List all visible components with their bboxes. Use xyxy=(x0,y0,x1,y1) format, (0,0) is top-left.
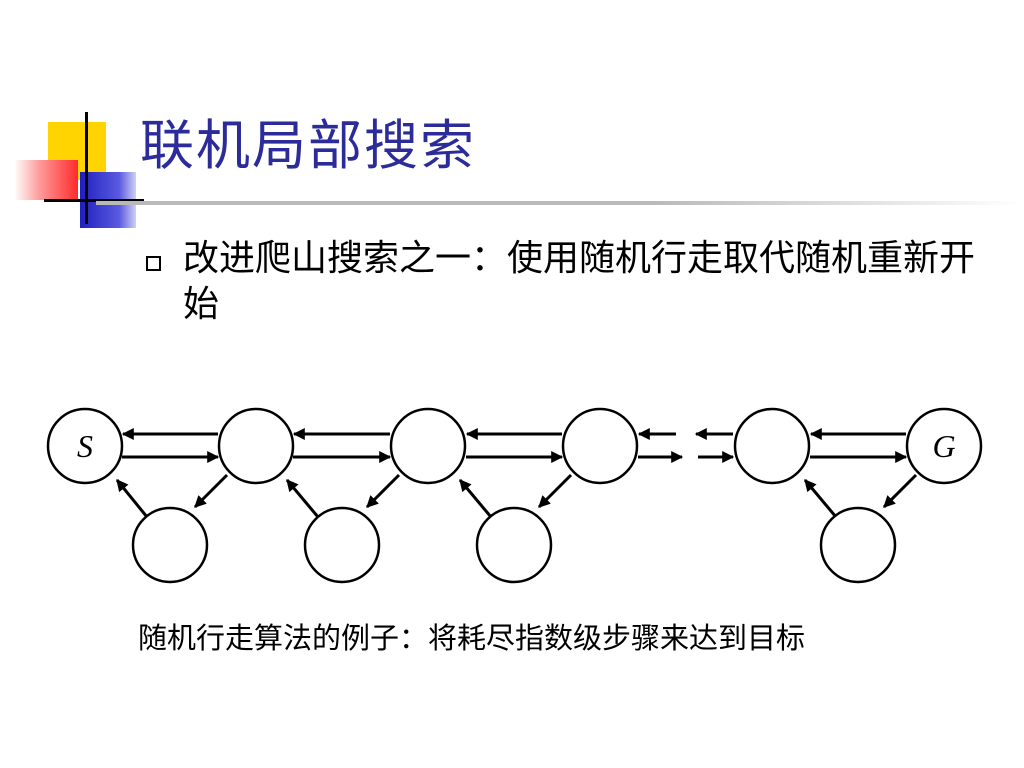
edge-g-to-lower-4 xyxy=(882,473,918,509)
node-lower-1 xyxy=(131,506,209,584)
bullet-square-icon xyxy=(146,256,161,271)
title-underline xyxy=(96,201,1020,205)
logo-red-square xyxy=(14,160,78,200)
diagram-caption: 随机行走算法的例子：将耗尽指数级步骤来达到目标 xyxy=(138,621,806,655)
node-lower-2 xyxy=(303,506,381,584)
node-goal xyxy=(905,407,983,485)
node-lower-3 xyxy=(475,506,553,584)
node-3 xyxy=(561,407,639,485)
logo-vertical-line xyxy=(85,112,88,224)
edge-node-3-to-lower-3 xyxy=(537,473,573,509)
edge-node-2-to-lower-2 xyxy=(365,473,401,509)
node-lower-4 xyxy=(819,506,897,584)
edge-lower-1-to-s xyxy=(115,479,149,518)
template-logo xyxy=(0,0,144,240)
bullet-text: 改进爬山搜索之一：使用随机行走取代随机重新开始 xyxy=(183,238,976,325)
node-2 xyxy=(389,407,467,485)
logo-horizontal-line xyxy=(44,199,144,202)
edge-lower-4-to-node-4 xyxy=(803,479,838,518)
goal-label: G xyxy=(932,428,955,464)
slide-title: 联机局部搜索 xyxy=(140,114,476,177)
edge-lower-3-to-node-2 xyxy=(458,479,493,518)
node-4 xyxy=(733,407,811,485)
random-walk-diagram: S G xyxy=(46,407,983,584)
start-label: S xyxy=(77,428,93,464)
node-start xyxy=(46,407,124,485)
edge-node-1-to-lower-1 xyxy=(193,473,229,509)
node-1 xyxy=(217,407,295,485)
edge-lower-2-to-node-1 xyxy=(285,479,320,518)
